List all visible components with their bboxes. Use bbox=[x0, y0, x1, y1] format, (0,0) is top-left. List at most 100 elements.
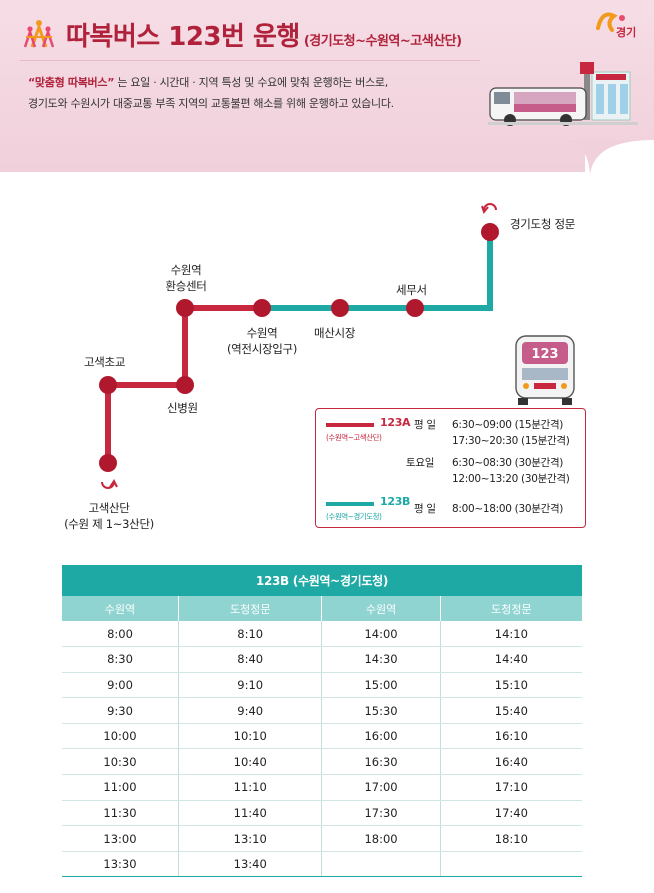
stop-suwon-station bbox=[253, 299, 271, 317]
logo-text: 경기 bbox=[616, 25, 636, 39]
legend-line-a bbox=[326, 423, 374, 427]
table-cell: 8:10 bbox=[177, 621, 322, 648]
table-cell: 13:30 bbox=[62, 851, 179, 878]
label-suwon-transfer-line-1: 수원역 bbox=[170, 263, 202, 277]
table-cell: 11:10 bbox=[177, 774, 322, 801]
legend-label-a: 123A bbox=[380, 416, 411, 429]
timetable-header-row: 수원역 도청정문 수원역 도청정문 bbox=[62, 596, 582, 621]
table-cell: 10:30 bbox=[62, 748, 179, 776]
label-suwon-station: 수원역 (역전시장입구) bbox=[222, 325, 302, 357]
gyeonggi-logo: 경기 bbox=[596, 12, 636, 39]
legend-label-b: 123B bbox=[380, 495, 411, 508]
title-divider bbox=[20, 60, 480, 61]
legend-b-day1: 평 일 bbox=[414, 503, 436, 515]
table-cell: 14:00 bbox=[321, 621, 441, 648]
header-curve bbox=[560, 140, 654, 175]
table-cell: 17:10 bbox=[439, 774, 582, 801]
legend-b-time1: 8:00~18:00 (30분간격) bbox=[452, 503, 564, 515]
bus-illustration bbox=[488, 62, 638, 126]
table-cell: 10:00 bbox=[62, 723, 179, 750]
table-cell: 15:40 bbox=[439, 697, 582, 724]
table-cell: 15:00 bbox=[321, 672, 441, 699]
description-line-2: 경기도와 수원시가 대중교통 부족 지역의 교통불편 해소를 위해 운행하고 있… bbox=[28, 97, 394, 110]
table-cell: 8:00 bbox=[62, 621, 179, 648]
legend-a-day1: 평 일 bbox=[414, 419, 436, 431]
table-cell: 17:30 bbox=[321, 800, 441, 827]
table-cell: 15:30 bbox=[321, 697, 441, 724]
route-b-line bbox=[262, 232, 493, 311]
table-cell: 17:00 bbox=[321, 774, 441, 801]
table-cell bbox=[439, 851, 582, 878]
legend-a-time2: 17:30~20:30 (15분간격) bbox=[452, 435, 570, 447]
label-suwon-transfer-line-2: 환승센터 bbox=[165, 279, 207, 293]
legend-line-b bbox=[326, 502, 374, 506]
bus-number: 123 bbox=[531, 347, 558, 362]
table-cell: 13:40 bbox=[177, 851, 322, 878]
table-cell: 10:40 bbox=[177, 748, 322, 776]
table-cell: 9:40 bbox=[177, 697, 322, 724]
table-cell: 8:40 bbox=[177, 646, 322, 673]
label-suwon-transfer: 수원역 환승센터 bbox=[155, 262, 217, 294]
table-cell: 14:30 bbox=[321, 646, 441, 673]
table-cell: 16:40 bbox=[439, 748, 582, 776]
bus-front-illustration: 123 bbox=[515, 335, 575, 405]
table-cell: 13:00 bbox=[62, 825, 179, 852]
legend-sub-b: (수원역~경기도청) bbox=[326, 512, 382, 521]
label-gyeonggi-office: 경기도청 정문 bbox=[510, 217, 576, 231]
table-cell: 9:00 bbox=[62, 672, 179, 699]
table-cell: 9:30 bbox=[62, 697, 179, 724]
stop-suwon-transfer bbox=[176, 299, 194, 317]
table-cell: 18:00 bbox=[321, 825, 441, 852]
legend-sub-a: (수원역~고색산단) bbox=[326, 433, 382, 442]
stop-maesan-market bbox=[331, 299, 349, 317]
description-highlight: “맞춤형 따복버스” bbox=[28, 76, 115, 89]
description-line-1-text: 는 요일 · 시간대 · 지역 특성 및 수요에 맞춰 운행하는 버스로, bbox=[114, 76, 388, 89]
label-suwon-station-line-1: 수원역 bbox=[246, 326, 278, 340]
table-cell: 17:40 bbox=[439, 800, 582, 827]
people-icon bbox=[23, 20, 55, 48]
table-cell bbox=[321, 851, 441, 878]
table-cell: 14:10 bbox=[439, 621, 582, 648]
title-row: 따복버스 123번 운행 (경기도청~수원역~고색산단) bbox=[22, 14, 462, 54]
table-cell: 11:40 bbox=[177, 800, 322, 827]
stop-gyeonggi-office bbox=[481, 223, 499, 241]
table-cell: 8:30 bbox=[62, 646, 179, 673]
turnaround-arrow-top bbox=[483, 203, 497, 211]
label-gosaek-complex-line-2: (수원 제 1~3산단) bbox=[64, 517, 154, 531]
label-semuseo: 세무서 bbox=[396, 283, 427, 297]
timetable-header: 도청정문 bbox=[177, 596, 322, 621]
table-cell: 11:30 bbox=[62, 800, 179, 827]
table-cell: 18:10 bbox=[439, 825, 582, 852]
label-sinbyeongwon: 신병원 bbox=[167, 401, 198, 415]
label-gosaek-complex: 고색산단 (수원 제 1~3산단) bbox=[56, 500, 162, 532]
legend-a-time1: 6:30~09:00 (15분간격) bbox=[452, 419, 564, 431]
timetable-header: 도청정문 bbox=[439, 596, 582, 621]
stop-sinbyeongwon bbox=[176, 376, 194, 394]
timetable-header: 수원역 bbox=[321, 596, 441, 621]
label-gosaek-complex-line-1: 고색산단 bbox=[88, 501, 130, 515]
table-cell: 9:10 bbox=[177, 672, 322, 699]
table-cell: 14:40 bbox=[439, 646, 582, 673]
label-gosaek-school: 고색초교 bbox=[84, 355, 126, 369]
table-cell: 16:30 bbox=[321, 748, 441, 776]
stop-semuseo bbox=[406, 299, 424, 317]
page-title: 따복버스 123번 운행 bbox=[66, 21, 300, 52]
label-maesan-market: 매산시장 bbox=[314, 326, 356, 340]
table-cell: 10:10 bbox=[177, 723, 322, 750]
turnaround-arrow-bottom bbox=[101, 481, 115, 489]
legend-a-time3: 6:30~08:30 (30분간격) bbox=[452, 457, 564, 469]
route-map bbox=[99, 203, 499, 489]
legend-a-day2: 토요일 bbox=[406, 457, 435, 469]
label-suwon-station-line-2: (역전시장입구) bbox=[226, 342, 298, 356]
table-cell: 13:10 bbox=[177, 825, 322, 852]
table-cell: 16:10 bbox=[439, 723, 582, 750]
